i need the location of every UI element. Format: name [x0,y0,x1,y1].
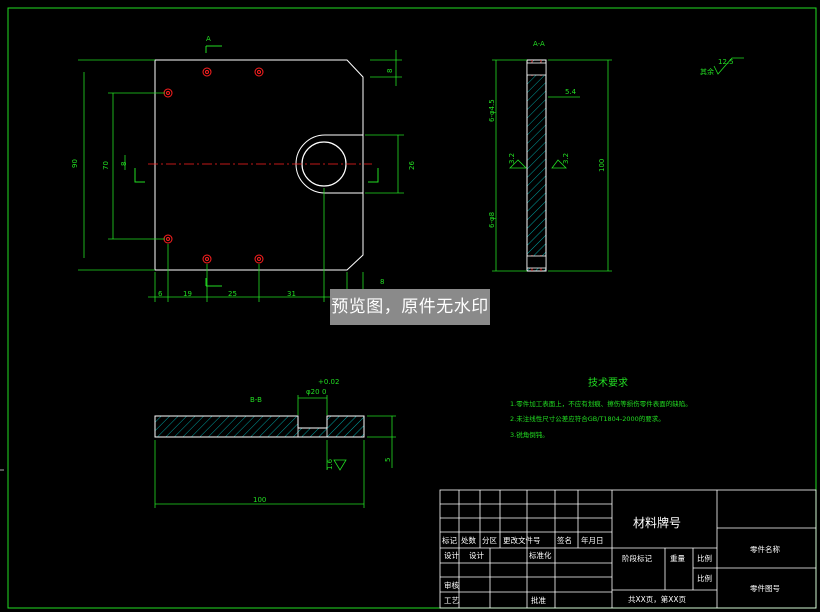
section-bb-view: B-B +0.02 φ20 0 100 5 1.6 [154,378,396,508]
dim-26: 26 [408,161,416,170]
dim-25: 25 [228,290,237,298]
tb-design2: 设计 [469,550,484,560]
tb-design: 设计 [444,550,459,560]
tb-col-mark: 标记 [442,535,457,545]
dim-19: 19 [183,290,192,298]
section-aa-view: A-A 6-φ4.5 6-φ8 5.4 100 3.2 3.2 [488,40,612,272]
material-label: 材料牌号 [633,516,681,530]
holes-bottom-label: 6-φ8 [488,212,496,228]
dim-70: 70 [102,161,110,170]
tb-process: 工艺 [444,596,459,605]
dim-8-top: 8 [386,69,394,73]
top-view: A 90 70 8 8 26 8 6 [71,35,416,302]
diameter-label: φ20 [306,388,320,396]
diameter-sub-label: 0 [322,388,326,396]
title-block-text: 材料牌号 零件名称 零件图号 标记 处数 分区 更改文件号 签名 年月日 设计 … [442,516,780,605]
dim-5-4: 5.4 [565,88,577,96]
tb-scale2: 比例 [697,573,712,583]
dim-90: 90 [71,159,79,168]
dim-5-bb: 5 [384,458,392,462]
preview-watermark: 预览图，原件无水印 [330,289,490,325]
roughness-label: 其余 [700,67,714,76]
tb-col-sign: 签名 [557,535,572,545]
roughness-bb: 1.6 [326,458,334,470]
roughness-note: 12.5 其余 [700,57,744,76]
roughness-left: 3.2 [508,153,516,164]
tb-scale: 比例 [697,553,712,563]
tb-col-zone: 分区 [482,536,497,545]
tb-standard: 标准化 [529,550,552,560]
tech-req-item-3: 3.锐角倒钝。 [510,430,549,439]
plate-outline [154,59,364,271]
tb-col-change: 更改文件号 [503,535,541,545]
part-name-label: 零件名称 [750,544,780,554]
tech-req-item-2: 2.未注线性尺寸公差应符合GB/T1804-2000的要求。 [510,414,665,423]
section-marker-a: A [206,35,211,43]
dim-8-bottom: 8 [380,278,384,286]
tb-weight: 重量 [670,554,685,563]
roughness-right: 3.2 [562,153,570,164]
holes-top-label: 6-φ4.5 [488,99,496,122]
dim-6: 6 [158,290,163,298]
tech-req-item-1: 1.零件加工表面上，不应有划痕、擦伤等损伤零件表面的缺陷。 [510,399,692,408]
roughness-value: 12.5 [718,58,734,66]
tb-approve: 批准 [531,595,546,605]
mounting-holes [163,67,264,264]
tb-sheet: 共XX页，第XX页 [628,594,687,604]
tb-col-date: 年月日 [581,535,604,545]
section-bb-title: B-B [250,396,262,404]
part-no-label: 零件图号 [750,583,780,593]
dim-31: 31 [287,290,296,298]
tb-col-count: 处数 [461,535,476,545]
tb-stage: 阶段标记 [622,553,652,563]
dim-100-bb: 100 [253,496,266,504]
technical-requirements: 技术要求 1.零件加工表面上，不应有划痕、擦伤等损伤零件表面的缺陷。 2.未注线… [510,376,692,439]
section-aa-body [526,59,547,272]
section-aa-title: A-A [533,40,545,48]
title-block [439,489,817,609]
tolerance-label: +0.02 [318,378,339,386]
tech-req-title: 技术要求 [588,376,628,389]
dim-8-left: 8 [120,162,128,166]
drawing-frame [7,7,817,609]
section-bb-body [154,415,365,438]
tb-review: 审核 [444,580,459,590]
dim-100-aa: 100 [598,159,606,172]
